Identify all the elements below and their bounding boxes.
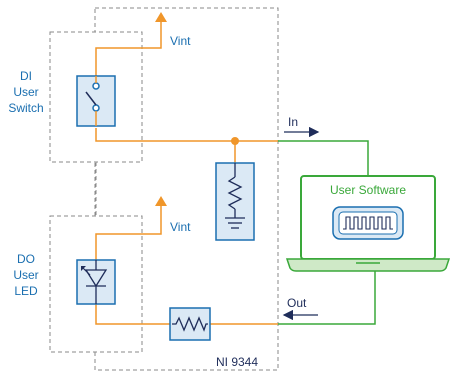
di-vint-arrow	[155, 12, 167, 22]
di-switch-component	[76, 75, 116, 127]
do-label-line-3: LED	[14, 284, 38, 298]
di-vint-wire	[95, 20, 162, 76]
out-green-wire	[278, 270, 376, 325]
do-vint-wire	[95, 204, 162, 260]
do-vint-label: Vint	[170, 220, 191, 234]
pulldown-resistor-icon	[215, 162, 255, 241]
in-green-wire	[278, 140, 369, 176]
do-label-line-1: DO	[17, 252, 35, 266]
di-input-wire	[95, 128, 278, 142]
module-name-label: NI 9344	[216, 355, 258, 369]
in-label: In	[288, 115, 298, 129]
out-label: Out	[287, 296, 307, 310]
di-label-line-2: User	[13, 85, 38, 99]
do-led-component	[76, 259, 116, 305]
di-label-line-1: DI	[20, 69, 32, 83]
di-vint-label: Vint	[170, 34, 191, 48]
laptop-software-title: User Software	[330, 183, 406, 197]
do-output-wire	[95, 303, 278, 325]
green-wires	[278, 140, 376, 325]
series-resistor-icon	[169, 307, 211, 341]
junction-node	[231, 137, 239, 145]
do-label-line-2: User	[13, 268, 38, 282]
waveform-window-icon	[332, 206, 404, 240]
do-vint-arrow	[155, 196, 167, 206]
ni9344-module-border	[94, 7, 279, 371]
di-label-line-3: Switch	[8, 101, 43, 115]
laptop-base	[285, 258, 451, 272]
orange-wires	[95, 20, 278, 325]
